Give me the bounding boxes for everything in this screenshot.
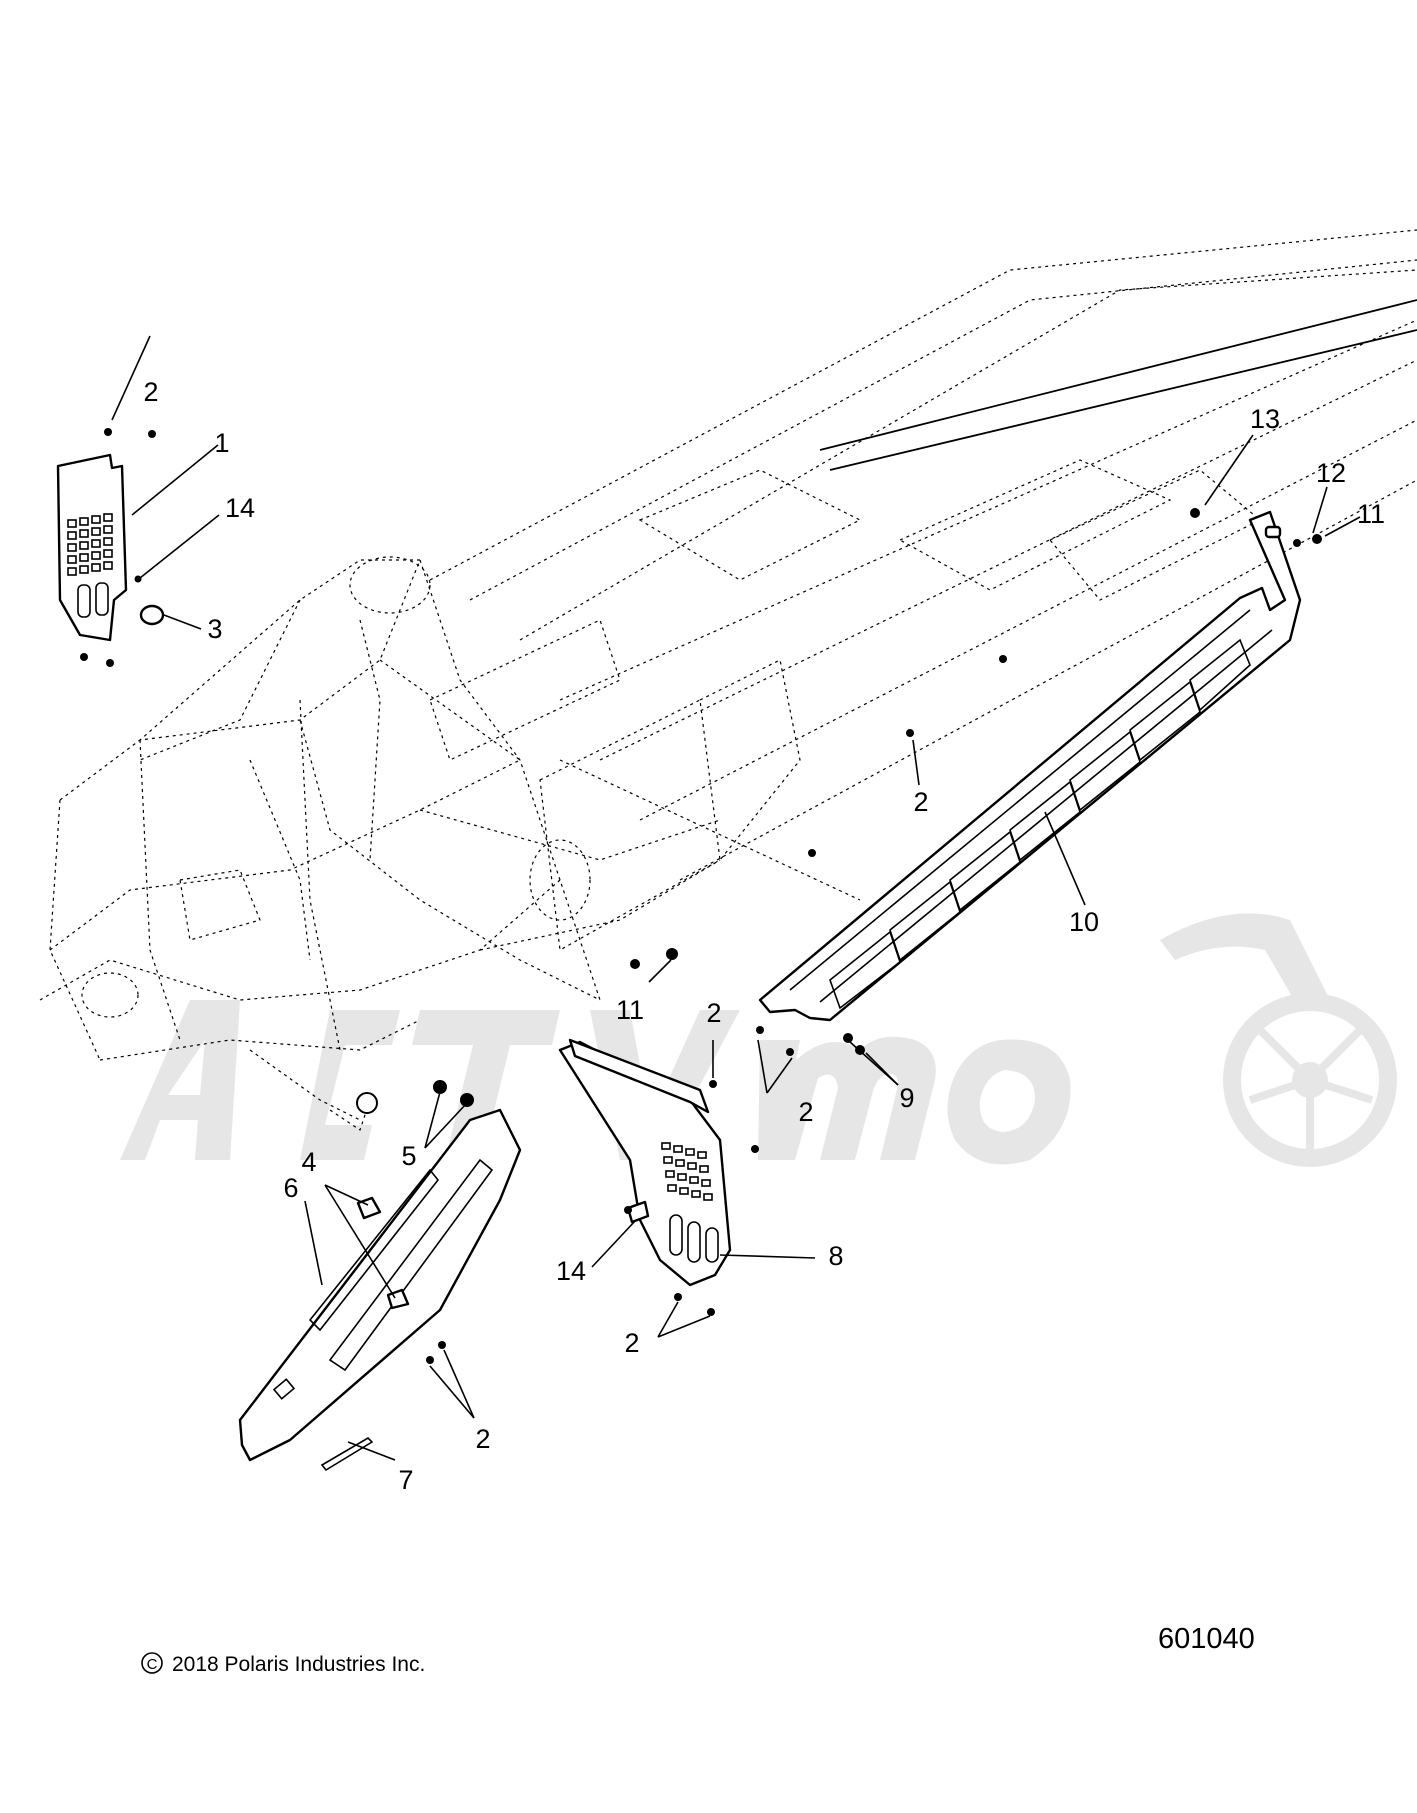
copyright-text: 2018 Polaris Industries Inc. [172, 1653, 425, 1676]
watermark-logo [120, 913, 1397, 1167]
callout-8: 8 [828, 1241, 843, 1271]
part-3-grommet [139, 604, 165, 626]
callout-11: 11 [616, 995, 644, 1025]
part-1-guard-plate [56, 453, 128, 642]
callout-9: 9 [899, 1083, 914, 1113]
fasteners [80, 428, 1322, 1364]
footer: C 2018 Polaris Industries Inc. 601040 [141, 1623, 1255, 1676]
callout-2: 2 [624, 1328, 639, 1358]
callout-14: 14 [225, 493, 255, 523]
figure-number: 601040 [1158, 1623, 1255, 1655]
callout-13: 13 [1250, 404, 1280, 434]
callout-6: 6 [283, 1173, 298, 1203]
part-7-trim-strip [320, 1436, 374, 1472]
callout-2: 2 [475, 1424, 490, 1454]
part-6-left-running-board [238, 1108, 522, 1462]
callout-2: 2 [913, 787, 928, 817]
callout-2: 2 [706, 998, 721, 1028]
leader-lines [111, 335, 1361, 1461]
chassis-assembly [39, 229, 1417, 1131]
callout-7: 7 [398, 1465, 413, 1495]
callout-labels: 2 1 14 3 13 12 11 2 10 11 2 2 9 5 4 6 14… [143, 377, 1385, 1495]
copyright-icon [141, 1652, 163, 1674]
copyright-symbol: C [147, 1656, 158, 1673]
part-8-right-guard [558, 1038, 732, 1287]
callout-4: 4 [301, 1147, 316, 1177]
callout-2: 2 [798, 1097, 813, 1127]
callout-14: 14 [556, 1256, 586, 1286]
callout-2: 2 [143, 377, 158, 407]
callout-10: 10 [1069, 907, 1099, 937]
callout-12: 12 [1316, 458, 1346, 488]
callout-11: 11 [1357, 499, 1385, 529]
callout-1: 1 [214, 428, 229, 458]
callout-3: 3 [207, 614, 222, 644]
callout-5: 5 [401, 1141, 416, 1171]
